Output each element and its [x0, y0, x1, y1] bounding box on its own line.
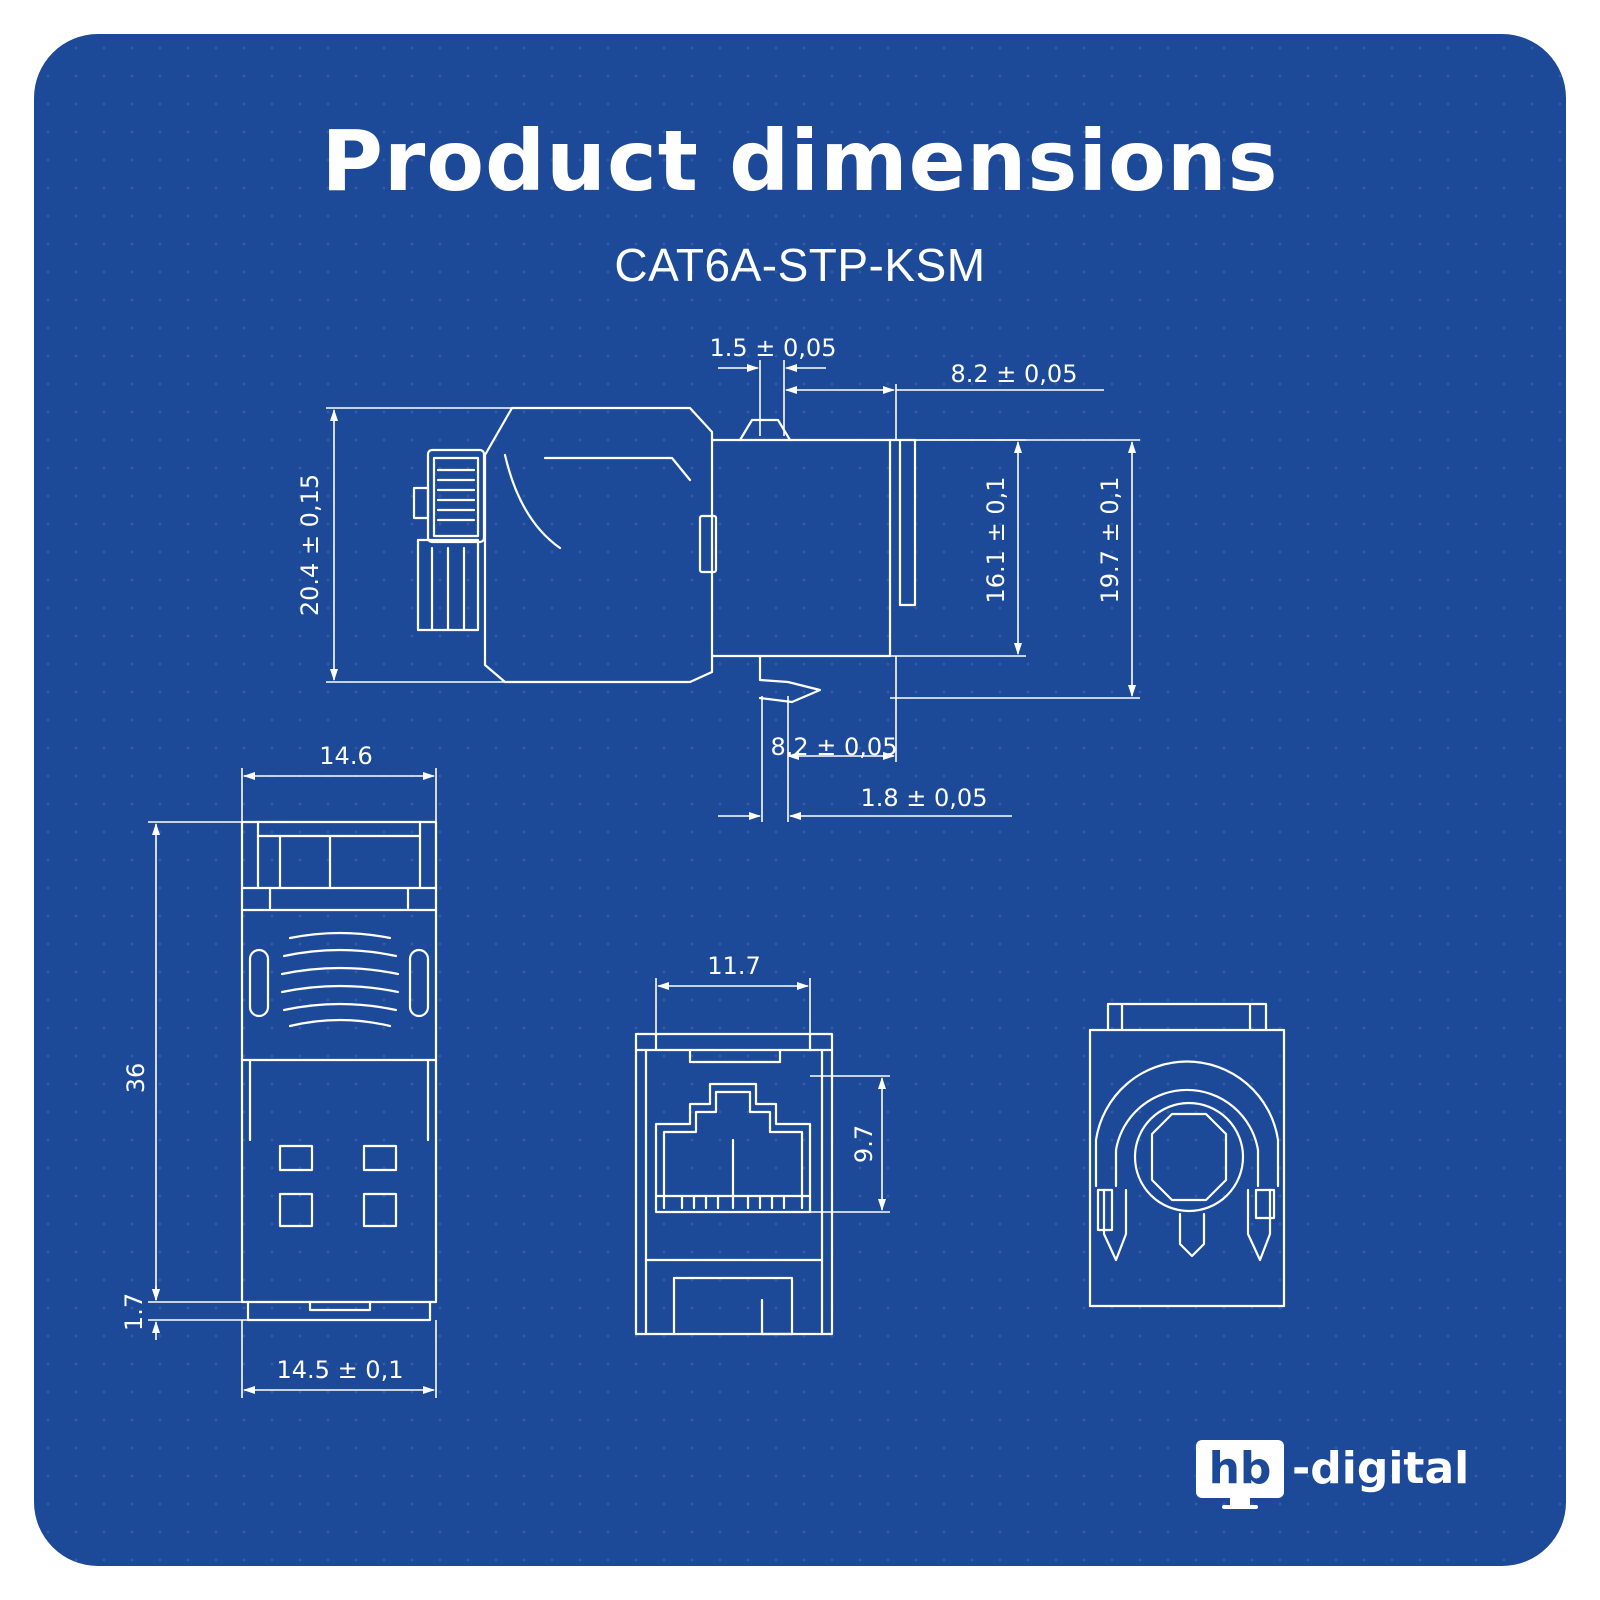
- blueprint-panel: [34, 34, 1566, 1566]
- dim-bottom-slot-width: 1.8 ± 0,05: [861, 784, 988, 812]
- dim-top-slot-width: 1.5 ± 0,05: [710, 334, 837, 362]
- dim-bottom-offset: 8.2 ± 0,05: [771, 733, 898, 761]
- dim-housing-height: 19.7 ± 0,1: [1096, 477, 1124, 604]
- logo-box-text: hb: [1208, 1443, 1272, 1494]
- dim-length: 36: [122, 1063, 150, 1094]
- logo-text: -digital: [1292, 1443, 1470, 1494]
- product-model: CAT6A-STP-KSM: [614, 239, 986, 291]
- dimension-labels: 1.5 ± 0,05 8.2 ± 0,05 20.4 ± 0,15 16.1 ±…: [120, 334, 1124, 1384]
- dim-opening-height: 9.7: [850, 1125, 878, 1163]
- dim-top-width: 14.6: [319, 742, 372, 770]
- dim-base-step: 1.7: [120, 1293, 148, 1331]
- dim-top-offset: 8.2 ± 0,05: [951, 360, 1078, 388]
- dim-bottom-width: 14.5 ± 0,1: [277, 1356, 404, 1384]
- dim-front-face-height: 16.1 ± 0,1: [982, 477, 1010, 604]
- dim-opening-width: 11.7: [707, 952, 760, 980]
- top-view: [148, 768, 438, 1398]
- dim-overall-height: 20.4 ± 0,15: [296, 474, 324, 616]
- front-view: [634, 978, 890, 1336]
- logo-base: [1222, 1505, 1258, 1509]
- page-title: Product dimensions: [321, 112, 1279, 210]
- rear-view: [1088, 1002, 1286, 1308]
- side-view: [326, 360, 1140, 822]
- logo-monitor-icon: hb: [1196, 1440, 1284, 1498]
- logo-stand: [1230, 1498, 1250, 1506]
